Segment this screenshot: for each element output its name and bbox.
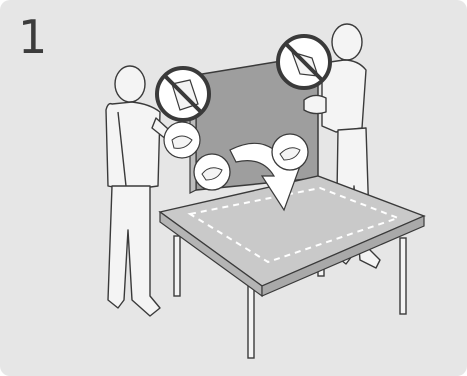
hand-grip-icon	[164, 122, 200, 158]
no-grip-icon	[157, 68, 209, 120]
hand-grip-icon	[194, 154, 230, 190]
no-touch-screen-icon	[278, 36, 330, 88]
hand-grip-icon	[272, 134, 308, 170]
table-icon	[160, 176, 424, 358]
